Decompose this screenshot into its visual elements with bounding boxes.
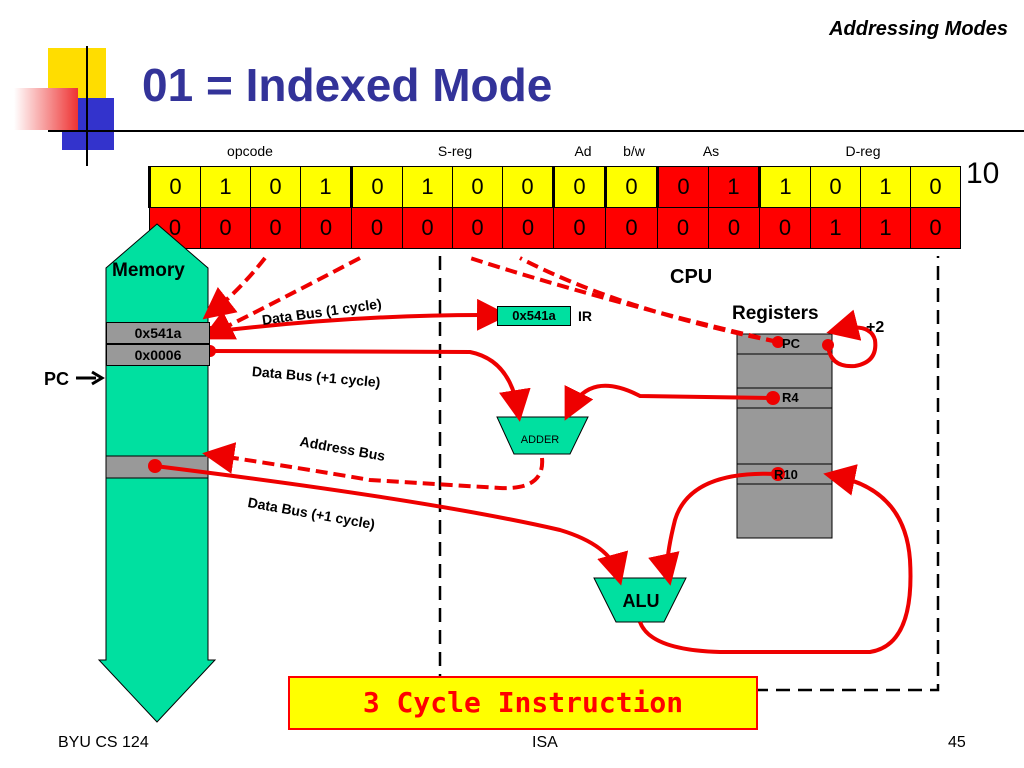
bit-cell: 1	[810, 207, 861, 249]
logo-red-square	[14, 88, 78, 130]
bit-cell: 0	[250, 207, 301, 249]
bit-cell: 1	[860, 166, 911, 208]
instruction-word-row: 0 1 0 1 0 1 0 0 0 0 0 1 1 0 1 0	[148, 166, 961, 208]
wire-dot	[772, 336, 784, 348]
alu-result-wire	[638, 464, 913, 654]
register-pc-label: PC	[782, 336, 801, 351]
pc-address-wire	[519, 256, 779, 344]
alu-label: ALU	[622, 591, 660, 611]
field-label-opcode: opcode	[227, 143, 273, 159]
bit-cell: 1	[860, 207, 911, 249]
r4-wire	[564, 383, 774, 421]
bit-cell: 1	[402, 166, 453, 208]
title-divider	[48, 130, 1024, 132]
cpu-label: CPU	[670, 266, 713, 288]
bit-cell: 0	[759, 207, 811, 249]
register-file	[736, 333, 833, 539]
bit-cell: 0	[402, 207, 453, 249]
adder-label: ADDER	[520, 434, 560, 446]
cycle-banner: 3 Cycle Instruction	[288, 676, 758, 730]
bit-cell: 0	[148, 166, 201, 208]
section-title: Addressing Modes	[829, 18, 1008, 40]
bit-cell: 0	[502, 207, 554, 249]
field-label-sreg: S-reg	[437, 143, 473, 159]
bit-cell: 0	[452, 166, 503, 208]
footer-topic: ISA	[532, 734, 558, 751]
bit-cell: 0	[605, 207, 658, 249]
memory-cell-index: 0x0006	[106, 344, 210, 366]
bit-cell: 1	[300, 166, 352, 208]
pc-increment-label: +2	[866, 319, 885, 336]
footer-course: BYU CS 124	[58, 734, 149, 751]
ir-value: 0x541a	[497, 306, 571, 326]
field-label-ad: Ad	[574, 143, 592, 159]
pc-address-wire	[469, 256, 779, 344]
address-wire	[201, 256, 361, 340]
data-bus-alu	[154, 464, 629, 586]
bit-cell-as: 1	[708, 166, 760, 208]
ir-label: IR	[578, 308, 592, 324]
memory-cell-instruction: 0x541a	[106, 322, 210, 344]
data-bus-ir	[209, 298, 509, 334]
bit-cell: 0	[708, 207, 760, 249]
address-wire	[202, 256, 267, 320]
data-bus-adder	[209, 349, 531, 422]
bit-cell: 0	[657, 207, 709, 249]
field-label-as: As	[702, 143, 720, 159]
bit-cell: 1	[200, 166, 251, 208]
page-title: 01 = Indexed Mode	[142, 59, 553, 111]
field-label-bw: b/w	[623, 143, 645, 159]
bit-cell: 0	[910, 166, 961, 208]
bit-cell: 0	[200, 207, 251, 249]
registers-label: Registers	[732, 303, 819, 324]
adder-address-wire	[202, 442, 545, 491]
bit-cell: 0	[502, 166, 554, 208]
bit-cell: 1	[758, 166, 811, 208]
bit-cell: 0	[300, 207, 352, 249]
bit-cell-as: 0	[656, 166, 709, 208]
field-label-dreg: D-reg	[845, 143, 881, 159]
logo-vertical-line	[86, 46, 88, 166]
register-r10-label: R10	[774, 467, 798, 482]
memory-label: Memory	[112, 260, 185, 281]
bit-cell: 0	[452, 207, 503, 249]
register-r4-label: R4	[782, 390, 799, 405]
adder-unit	[496, 416, 589, 455]
instruction-bit-table: 0 1 0 1 0 1 0 0 0 0 0 1 1 0 1 0 0 0 0 0 …	[148, 166, 961, 249]
pc-pointer-arrowhead	[91, 370, 105, 386]
footer-page-number: 45	[948, 734, 966, 751]
bit-cell: 0	[351, 207, 403, 249]
pc-increment-loop	[826, 309, 878, 369]
bit-cell: 0	[910, 207, 961, 249]
suffix-text: 10	[966, 157, 1000, 190]
bit-cell: 0	[250, 166, 301, 208]
r10-wire	[648, 471, 779, 586]
pc-pointer-label: PC	[44, 369, 70, 389]
bit-cell: 0	[350, 166, 403, 208]
bit-cell: 0	[604, 166, 658, 208]
